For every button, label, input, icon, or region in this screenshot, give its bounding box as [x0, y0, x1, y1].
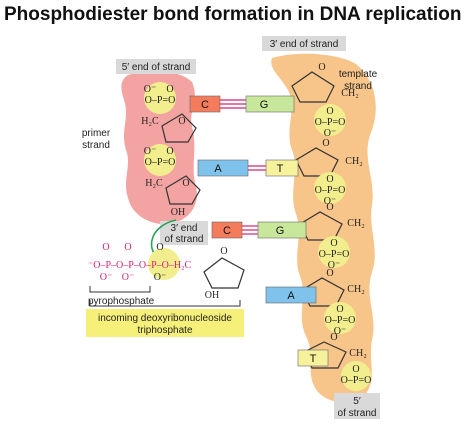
three-prime-end-box — [160, 221, 208, 245]
template-sugar-1 — [291, 71, 335, 103]
template-sugar-2-ch2: CH₂ — [345, 156, 362, 167]
template-phosphate-4-o-minus: O⁻ — [334, 326, 347, 337]
primer-phosphate-2 — [144, 144, 176, 176]
template-sugar-4-ch2: CH₂ — [347, 284, 364, 295]
primer-sugar-1 — [161, 113, 197, 143]
hydrogen-bonds-cg-2 — [242, 225, 258, 235]
primer-phosphate-2-p: O–P=O — [145, 157, 176, 168]
primer-phosphate-1-o: O — [166, 84, 173, 95]
primer-sugar-2-o: O — [182, 178, 189, 189]
three-prime-end-label-2: of strand — [165, 234, 204, 245]
base-t-template — [265, 159, 299, 177]
primer-phosphate-2-o-minus: O⁻ — [144, 146, 157, 157]
five-prime-bottom-label-1: 5′ — [353, 396, 361, 407]
primer-phosphate-2-o: O — [166, 146, 173, 157]
base-a-template-label: A — [287, 290, 295, 302]
primer-phosphate-1-p: O–P=O — [145, 95, 176, 106]
alpha-phosphate-o-minus: O⁻ — [154, 272, 167, 283]
five-prime-bottom-label-2: of strand — [338, 408, 377, 419]
incoming-sugar — [203, 257, 245, 289]
base-g-template-2 — [257, 221, 307, 239]
template-sugar-1-o: O — [318, 62, 325, 73]
incoming-alpha-phosphate — [148, 248, 180, 280]
template-phosphate-5-p: O–P=O — [341, 375, 372, 386]
template-phosphate-2 — [314, 172, 346, 204]
three-prime-end-label-1: 3′ end — [171, 223, 198, 234]
incoming-sugar-o: O — [220, 246, 227, 257]
incoming-bracket — [89, 300, 241, 307]
base-a-primer-label: A — [214, 163, 222, 175]
incoming-label-2: triphosphate — [137, 325, 192, 336]
incoming-label-1: incoming deoxyribonucleoside — [98, 313, 232, 324]
template-phosphate-2-p: O–P=O — [315, 185, 346, 196]
template-sugar-4 — [301, 277, 345, 307]
template-sugar-3-o: O — [326, 202, 333, 213]
template-phosphate-5-o: O — [352, 364, 359, 375]
template-sugar-5-o: O — [330, 332, 337, 343]
primer-phosphate-1 — [144, 82, 176, 114]
incoming-sugar-oh: OH — [205, 290, 219, 301]
template-sugar-4-o: O — [326, 268, 333, 279]
incoming-label-box — [86, 309, 244, 337]
pyrophosphate-bracket — [89, 286, 151, 293]
hydrogen-bonds-cg-1 — [220, 99, 246, 109]
diagram-title: Phosphodiester bond formation in DNA rep… — [4, 4, 461, 25]
pyrophosphate-o-1: O — [102, 242, 109, 253]
five-prime-top-box — [116, 59, 196, 74]
five-prime-bottom-box — [334, 393, 380, 419]
base-c-incoming-label: C — [223, 225, 231, 237]
template-phosphate-2-o-minus: O⁻ — [324, 196, 337, 207]
base-a-template — [265, 286, 317, 304]
primer-phosphate-1-o-minus: O⁻ — [144, 84, 157, 95]
triphosphate-chain: ⁻O–P–O–P–O–P–O–H₂C — [88, 260, 192, 271]
template-sugar-2-o: O — [322, 138, 329, 149]
primer-sugar-2 — [165, 175, 201, 205]
template-sugar-2 — [295, 147, 339, 177]
base-t-template-label: T — [277, 163, 284, 175]
base-t-template-2 — [297, 349, 329, 367]
primer-sugar-1-o: O — [178, 116, 185, 127]
five-prime-top-label: 5′ end of strand — [122, 62, 191, 73]
template-phosphate-5 — [341, 361, 371, 391]
base-g-template-2-label: G — [276, 225, 285, 237]
template-sugar-3-ch2: CH₂ — [347, 218, 364, 229]
hydrogen-bonds-at — [248, 165, 266, 171]
pyrophosphate-o-minus-1: O⁻ — [100, 272, 113, 283]
template-phosphate-1-p: O–P=O — [315, 117, 346, 128]
template-phosphate-4-p: O–P=O — [325, 315, 356, 326]
template-strand-label-1: template — [339, 69, 378, 80]
base-g-template-1-label: G — [260, 99, 269, 111]
three-prime-top-box — [262, 36, 346, 51]
template-phosphate-1-o-minus: O⁻ — [324, 128, 337, 139]
pyrophosphate-o-2: O — [124, 242, 131, 253]
template-phosphate-3-p: O–P=O — [319, 249, 350, 260]
base-a-primer — [197, 159, 249, 177]
pyrophosphate-o-minus-2: O⁻ — [122, 272, 135, 283]
template-sugar-1-ch2: CH₂ — [341, 88, 358, 99]
primer-strand-label-2: strand — [82, 140, 110, 151]
primer-strand-label-1: primer — [82, 128, 111, 139]
pyrophosphate-label: pyrophosphate — [88, 296, 155, 307]
template-strand-label-2: strand — [344, 81, 372, 92]
template-phosphate-3 — [318, 236, 350, 268]
template-sugar-5-ch2: CH₂ — [349, 348, 366, 359]
template-phosphate-3-o-minus: O⁻ — [328, 260, 341, 271]
template-phosphate-4-o: O — [336, 304, 343, 315]
primer-sugar-2-oh: OH — [171, 207, 185, 218]
base-c-primer-label: C — [201, 99, 209, 111]
base-t-template-2-label: T — [310, 353, 317, 365]
template-phosphate-4 — [324, 302, 356, 334]
three-prime-top-label: 3′ end of strand — [270, 39, 339, 50]
base-g-template-1 — [245, 95, 295, 113]
template-sugar-3 — [299, 211, 343, 241]
template-phosphate-1-o: O — [326, 106, 333, 117]
template-phosphate-3-o: O — [330, 238, 337, 249]
template-phosphate-2-o: O — [326, 174, 333, 185]
template-phosphate-1 — [314, 104, 346, 136]
primer-sugar-2-h2c: H₂C — [145, 178, 163, 189]
primer-sugar-1-h2c: H₂C — [141, 116, 159, 127]
alpha-phosphate-o: O — [156, 242, 163, 253]
